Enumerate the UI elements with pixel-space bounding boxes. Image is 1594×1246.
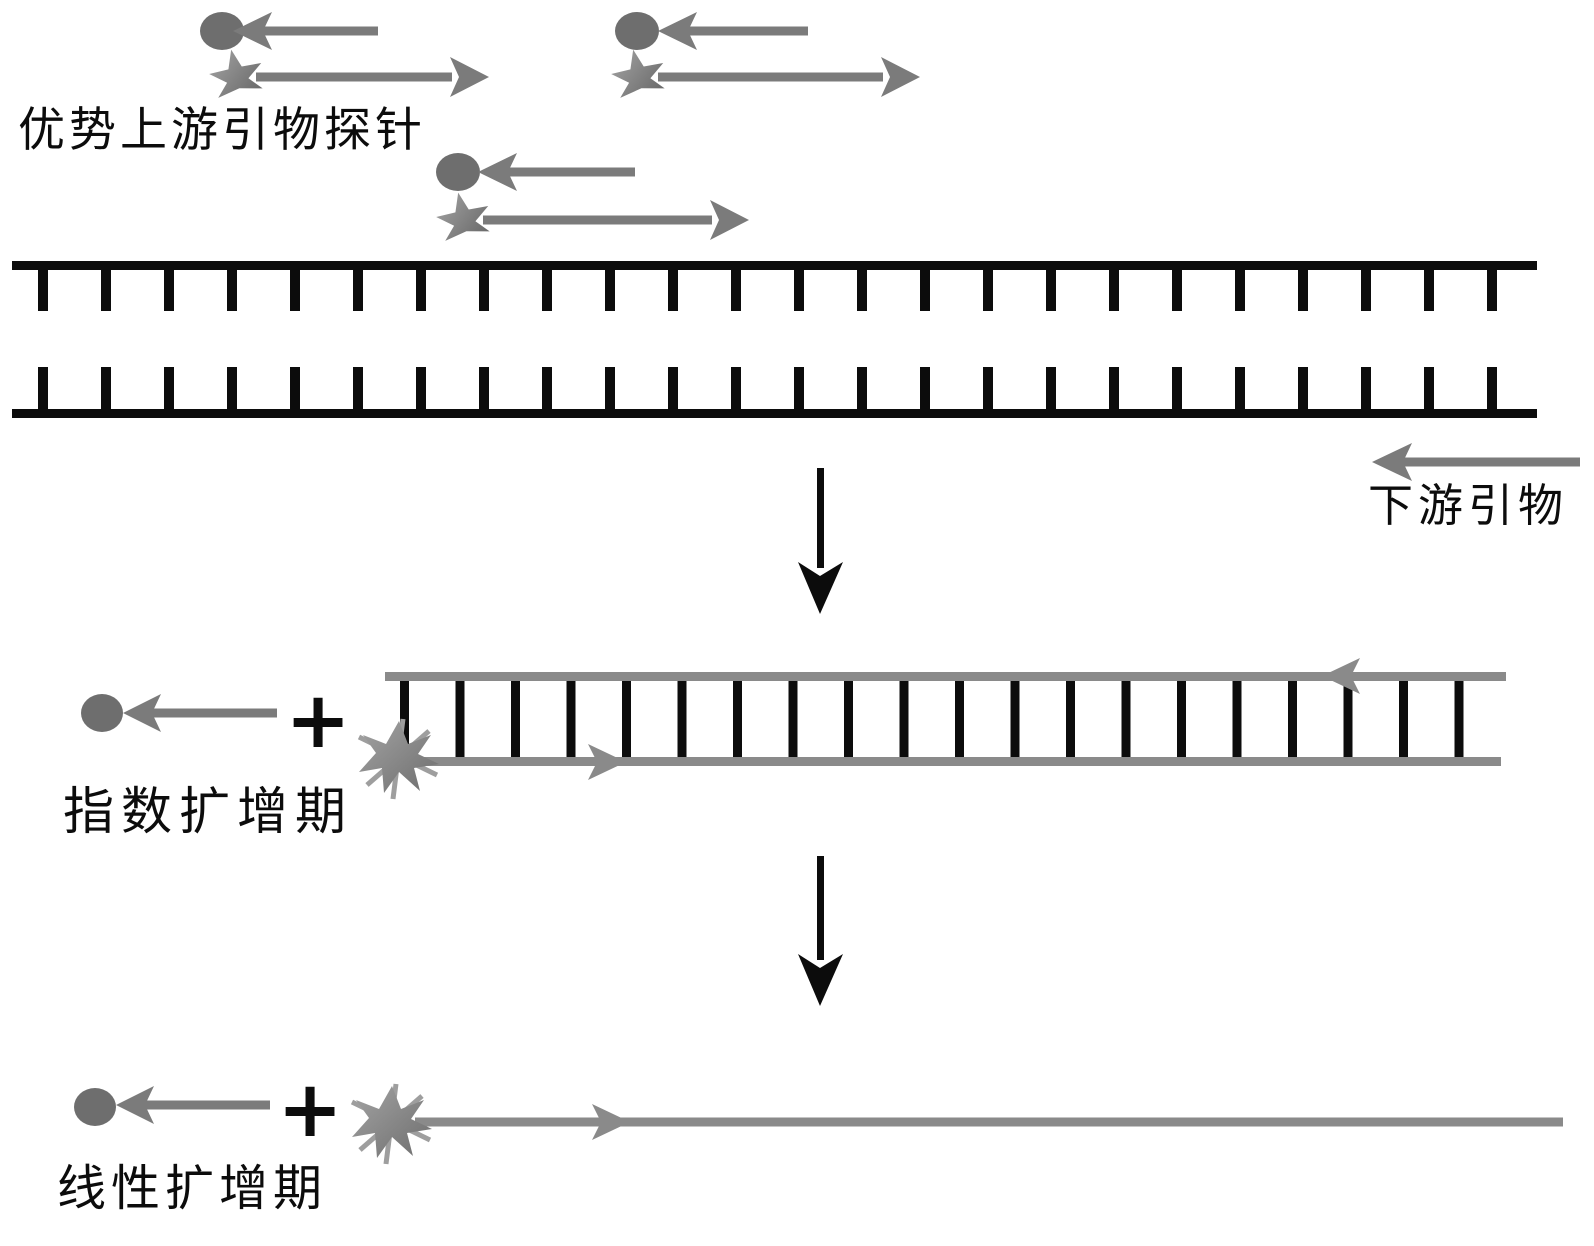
linear-phase-products	[74, 1083, 1563, 1165]
star-probe-arrowhead-icon	[450, 57, 489, 97]
plus-sign: +	[277, 1065, 343, 1155]
star-probe-icon	[611, 49, 665, 98]
star-probe-arrowhead-icon	[710, 200, 749, 240]
upstream-probe-pair-1	[200, 12, 489, 98]
downstream-primer-arrowhead-icon	[1372, 443, 1412, 481]
star-probe-arrowhead-icon	[881, 57, 920, 97]
circle-probe-icon	[74, 1088, 116, 1126]
burst-star-icon	[350, 1083, 432, 1165]
exponential-phase-products	[81, 658, 1506, 800]
circle-probe-arrowhead-icon	[658, 12, 697, 50]
downstream-primer-arrow	[1372, 443, 1580, 481]
circle-probe-arrowhead-icon	[478, 153, 517, 191]
circle-probe-icon	[436, 153, 480, 191]
upstream-probe-label: 优势上游引物探针	[18, 105, 426, 157]
exponential-phase-label: 指数扩增期	[63, 785, 354, 841]
process-step-arrow-down-2	[798, 856, 843, 1006]
template-dna-duplex	[12, 261, 1537, 418]
duplex-bottom-strand	[12, 409, 1537, 418]
amplicon-bottom-strand	[388, 757, 1501, 766]
circle-probe-arrowhead-icon	[123, 694, 161, 732]
single-strand-arrowhead-icon	[592, 1104, 630, 1140]
amplicon-top-strand	[385, 672, 1506, 681]
plus-sign: +	[285, 676, 351, 766]
upstream-probe-pair-2	[611, 12, 920, 98]
amplicon-top-strand-arrowhead-icon	[1322, 658, 1360, 694]
circle-probe-arrowhead-icon	[233, 12, 272, 50]
burst-star-icon	[357, 718, 439, 800]
circle-probe-icon	[615, 12, 659, 50]
circle-probe-icon	[81, 694, 123, 732]
circle-probe-icon	[200, 12, 244, 50]
upstream-probe-pair-3	[436, 153, 749, 241]
amplicon-basepair-rungs	[385, 676, 1505, 764]
star-probe-icon	[209, 49, 263, 98]
amplicon-bottom-strand-arrowhead-icon	[588, 744, 626, 780]
downstream-primer-label: 下游引物	[1368, 481, 1569, 531]
duplex-top-strand	[12, 261, 1537, 270]
process-step-arrow-down-1	[798, 468, 843, 614]
star-probe-icon	[436, 192, 490, 241]
dna-duplex-bottom-basepairs	[12, 367, 1537, 409]
circle-probe-arrowhead-icon	[116, 1086, 154, 1124]
dna-duplex-top-basepairs	[12, 270, 1537, 311]
linear-phase-label: 线性扩增期	[57, 1161, 328, 1216]
